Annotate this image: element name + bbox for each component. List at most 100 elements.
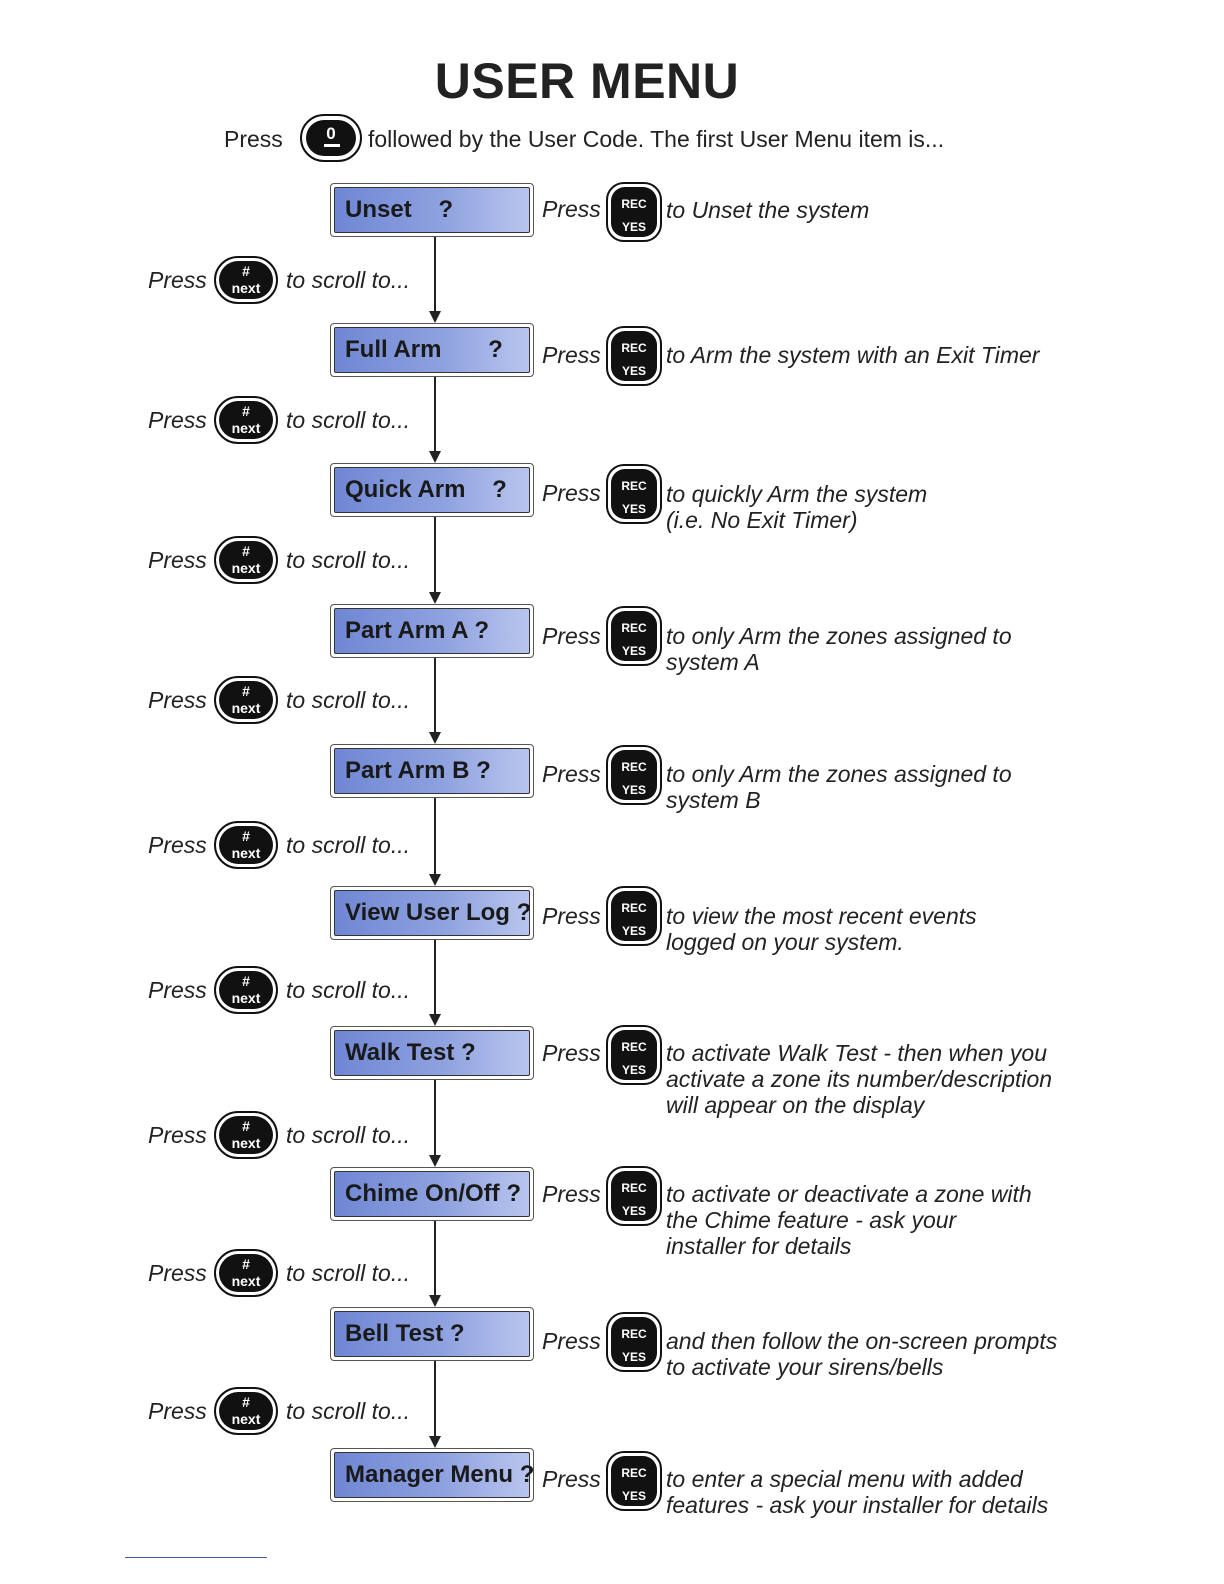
description-line: and then follow the on-screen prompts [666,1328,1058,1354]
intro-prefix: Press [224,126,283,152]
down-arrow-icon [429,451,441,463]
next-key-label: next [231,560,261,576]
scroll-to-label: to scroll to... [286,267,410,293]
next-key-label: next [231,700,261,716]
scroll-press-label: Press [148,547,207,573]
description-line: to Arm the system with an Exit Timer [666,342,1040,368]
rec-key-label: REC [621,1040,647,1054]
next-key-symbol: # [242,1256,250,1272]
scroll-press-label: Press [148,832,207,858]
yes-key-label: YES [621,502,646,516]
description-line: to only Arm the zones assigned to [666,623,1012,649]
menu-item-label: Part Arm B ? [334,748,530,794]
flow-connector [434,377,436,453]
intro-suffix: followed by the User Code. The first Use… [368,126,945,152]
next-key-icon: #next [214,1249,278,1297]
next-key-label: next [231,990,261,1006]
next-key-icon: #next [214,1111,278,1159]
flow-connector [434,237,436,313]
down-arrow-icon [429,1155,441,1167]
scroll-to-label: to scroll to... [286,547,410,573]
next-key-icon: #next [214,1387,278,1435]
scroll-press-label: Press [148,1260,207,1286]
rec-key-label: REC [621,621,647,635]
next-key-icon: #next [214,821,278,869]
next-key-label: next [231,1273,261,1289]
yes-press-label: Press [542,1181,601,1207]
down-arrow-icon [429,732,441,744]
menu-item-description: to Arm the system with an Exit Timer [666,342,1039,368]
yes-key-label: YES [621,364,646,378]
yes-key-label: YES [621,644,646,658]
yes-key-label: YES [621,1204,646,1218]
rec-key-label: REC [621,1327,647,1341]
next-key-symbol: # [242,1394,250,1410]
menu-item-label: Unset ? [334,187,530,233]
description-line: installer for details [666,1233,852,1259]
yes-key-label: YES [621,1489,646,1503]
menu-item-label: View User Log ? [334,890,531,936]
next-key-icon: #next [214,396,278,444]
menu-item-box: Manager Menu ? [330,1448,534,1502]
scroll-to-label: to scroll to... [286,1122,410,1148]
scroll-press-label: Press [148,1122,207,1148]
scroll-to-label: to scroll to... [286,1398,410,1424]
menu-item-description: to quickly Arm the system(i.e. No Exit T… [666,481,927,533]
description-line: will appear on the display [666,1092,925,1118]
description-line: features - ask your installer for detail… [666,1492,1049,1518]
yes-press-label: Press [542,1328,601,1354]
menu-item-box: View User Log ? [330,886,534,940]
menu-item-label: Manager Menu ? [334,1452,534,1498]
menu-item-label: Bell Test ? [334,1311,530,1357]
menu-item-box: Bell Test ? [330,1307,534,1361]
next-key-label: next [231,1135,261,1151]
flow-connector [434,798,436,876]
flow-connector [434,1080,436,1157]
description-line: to enter a special menu with added [666,1466,1023,1492]
menu-item-label: Walk Test ? [334,1030,530,1076]
yes-key-label: YES [621,1063,646,1077]
menu-item-label: Full Arm ? [334,327,530,373]
rec-key-label: REC [621,341,647,355]
yes-press-label: Press [542,623,601,649]
menu-item-box: Quick Arm ? [330,463,534,517]
rec-yes-key-icon: REC YES [606,326,662,386]
yes-key-label: YES [621,924,646,938]
description-line: to activate your sirens/bells [666,1354,944,1380]
scroll-press-label: Press [148,407,207,433]
yes-press-label: Press [542,1466,601,1492]
menu-item-box: Unset ? [330,183,534,237]
yes-press-label: Press [542,1040,601,1066]
yes-key-label: YES [621,220,646,234]
scroll-to-label: to scroll to... [286,687,410,713]
description-line: the Chime feature - ask your [666,1207,957,1233]
next-key-icon: #next [214,256,278,304]
yes-press-label: Press [542,903,601,929]
description-line: (i.e. No Exit Timer) [666,507,858,533]
rec-yes-key-icon: REC YES [606,1166,662,1226]
scroll-to-label: to scroll to... [286,407,410,433]
menu-item-box: Chime On/Off ? [330,1167,534,1221]
next-key-label: next [231,420,261,436]
yes-press-label: Press [542,480,601,506]
rec-yes-key-icon: REC YES [606,606,662,666]
next-key-icon: #next [214,966,278,1014]
menu-item-description: to Unset the system [666,197,869,223]
menu-item-label: Chime On/Off ? [334,1171,530,1217]
rec-key-label: REC [621,1181,647,1195]
flow-connector [434,1221,436,1297]
yes-press-label: Press [542,761,601,787]
description-line: to activate Walk Test - then when you [666,1040,1047,1066]
next-key-icon: #next [214,676,278,724]
down-arrow-icon [429,1295,441,1307]
zero-key-label: 0 [326,124,336,143]
next-key-symbol: # [242,543,250,559]
next-key-label: next [231,280,261,296]
